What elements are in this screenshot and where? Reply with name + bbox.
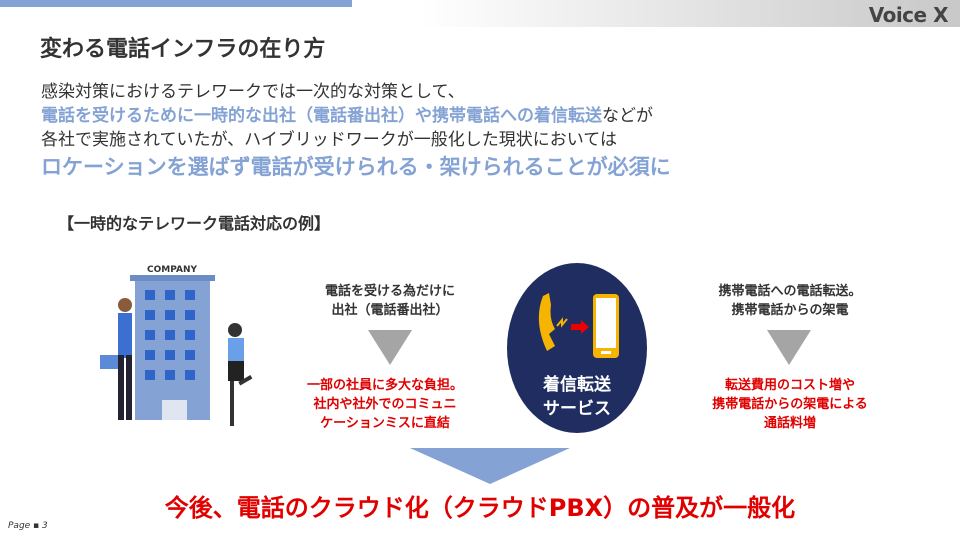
page-title: 変わる電話インフラの在り方 xyxy=(40,37,326,62)
text: サービス xyxy=(543,399,611,419)
highlight: 電話を受けるために一時的な出社（電話番出社）や携帯電話への着信転送 xyxy=(41,106,602,126)
office-attendance-description: 電話を受ける為だけに 出社（電話番出社） xyxy=(300,282,480,320)
service-label: 着信転送 サービス xyxy=(507,373,647,421)
phone-forward-icon xyxy=(538,293,619,358)
text: 電話を受ける為だけに xyxy=(324,284,455,299)
text: 着信転送 xyxy=(543,375,611,395)
text: 携帯電話からの架電による xyxy=(712,397,868,412)
mobile-forwarding-description: 携帯電話への電話転送。 携帯電話からの架電 xyxy=(690,282,890,320)
voicex-logo: Voice X xyxy=(868,3,949,27)
intro-line-3: 各社で実施されていたが、ハイブリッドワークが一般化した現状においては xyxy=(41,130,617,150)
page-number: Page ▪ 3 xyxy=(8,521,48,531)
conclusion: 今後、電話のクラウド化（クラウドPBX）の普及が一般化 xyxy=(164,494,796,522)
text: 出社（電話番出社） xyxy=(331,303,449,318)
text: 社内や社外でのコミュニ xyxy=(313,397,457,412)
text: 一部の社員に多大な負担。 xyxy=(306,378,463,393)
down-arrow-icon xyxy=(767,330,811,365)
key-message: ロケーションを選ばず電話が受けられる・架けられることが必須に xyxy=(41,155,671,179)
text: 携帯電話からの架電 xyxy=(731,303,849,318)
down-arrow-icon xyxy=(410,448,570,484)
call-forwarding-badge: 着信転送 サービス xyxy=(507,263,647,433)
text: などが xyxy=(602,106,653,126)
text: ケーションミスに直結 xyxy=(320,416,450,431)
building-label: COMPANY xyxy=(147,265,197,275)
intro-line-1: 感染対策におけるテレワークでは一次的な対策として、 xyxy=(41,82,465,102)
section-subtitle: 【一時的なテレワーク電話対応の例】 xyxy=(58,214,331,233)
text: 通話料増 xyxy=(763,416,816,431)
intro-line-2: 電話を受けるために一時的な出社（電話番出社）や携帯電話への着信転送などが xyxy=(41,104,671,128)
intro-text: 感染対策におけるテレワークでは一次的な対策として、 電話を受けるために一時的な出… xyxy=(41,80,671,182)
mobile-forwarding-issue: 転送費用のコスト増や 携帯電話からの架電による 通話料増 xyxy=(680,376,900,433)
accent-bar xyxy=(0,0,352,7)
header-gradient xyxy=(420,0,960,27)
text: 転送費用のコスト増や xyxy=(724,378,855,393)
office-attendance-issue: 一部の社員に多大な負担。 社内や社外でのコミュニ ケーションミスに直結 xyxy=(285,376,485,433)
office-workers-illustration: COMPANY xyxy=(100,265,253,426)
text: 携帯電話への電話転送。 xyxy=(718,284,862,299)
down-arrow-icon xyxy=(368,330,412,365)
